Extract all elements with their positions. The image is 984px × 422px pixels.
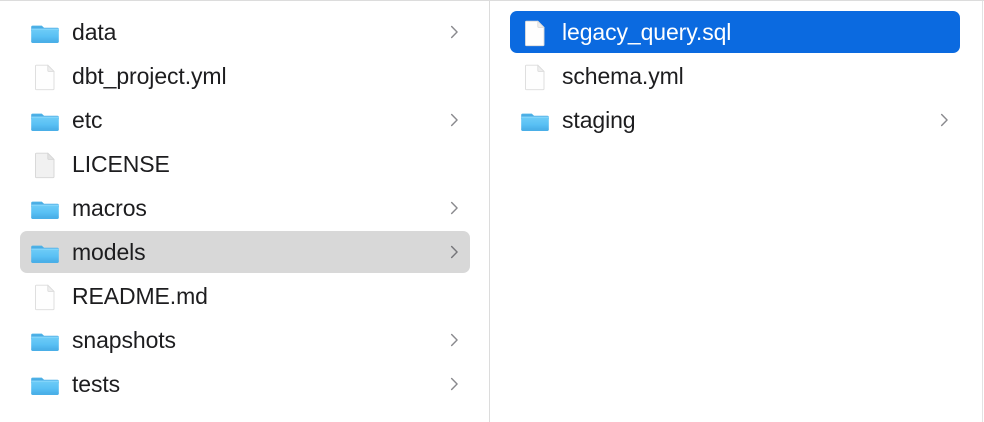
chevron-right-icon[interactable] (446, 374, 462, 394)
folder-icon (30, 370, 60, 400)
file-row[interactable]: schema.yml (510, 55, 960, 97)
file-name-label: data (72, 19, 117, 45)
file-row[interactable]: legacy_query.sql (510, 11, 960, 53)
file-icon (30, 282, 60, 312)
file-row[interactable]: tests (20, 363, 470, 405)
file-name-label: README.md (72, 283, 208, 309)
folder-icon (30, 106, 60, 136)
file-row[interactable]: macros (20, 187, 470, 229)
file-row[interactable]: snapshots (20, 319, 470, 361)
chevron-right-icon[interactable] (446, 22, 462, 42)
file-name-label: schema.yml (562, 63, 684, 89)
folder-icon (520, 106, 550, 136)
folder-icon (30, 326, 60, 356)
file-row[interactable]: data (20, 11, 470, 53)
chevron-right-icon[interactable] (446, 330, 462, 350)
file-name-label: etc (72, 107, 103, 133)
folder-icon (30, 238, 60, 268)
chevron-right-icon[interactable] (446, 198, 462, 218)
file-icon (30, 62, 60, 92)
chevron-right-icon[interactable] (446, 110, 462, 130)
file-name-label: snapshots (72, 327, 176, 353)
file-row[interactable]: dbt_project.yml (20, 55, 470, 97)
file-name-label: tests (72, 371, 121, 397)
file-icon (520, 18, 550, 48)
folder-icon (30, 194, 60, 224)
file-row[interactable]: README.md (20, 275, 470, 317)
chevron-right-icon[interactable] (936, 110, 952, 130)
file-icon (520, 62, 550, 92)
folder-icon (30, 18, 60, 48)
file-row[interactable]: models (20, 231, 470, 273)
file-name-label: LICENSE (72, 151, 170, 177)
file-name-label: models (72, 239, 146, 265)
file-name-label: dbt_project.yml (72, 63, 227, 89)
file-icon (30, 150, 60, 180)
file-name-label: legacy_query.sql (562, 19, 732, 45)
file-name-label: staging (562, 107, 636, 133)
chevron-right-icon[interactable] (446, 242, 462, 262)
child-column: legacy_query.sql schema.yml staging (490, 1, 983, 422)
file-row[interactable]: staging (510, 99, 960, 141)
file-name-label: macros (72, 195, 147, 221)
file-row[interactable]: LICENSE (20, 143, 470, 185)
file-row[interactable]: etc (20, 99, 470, 141)
